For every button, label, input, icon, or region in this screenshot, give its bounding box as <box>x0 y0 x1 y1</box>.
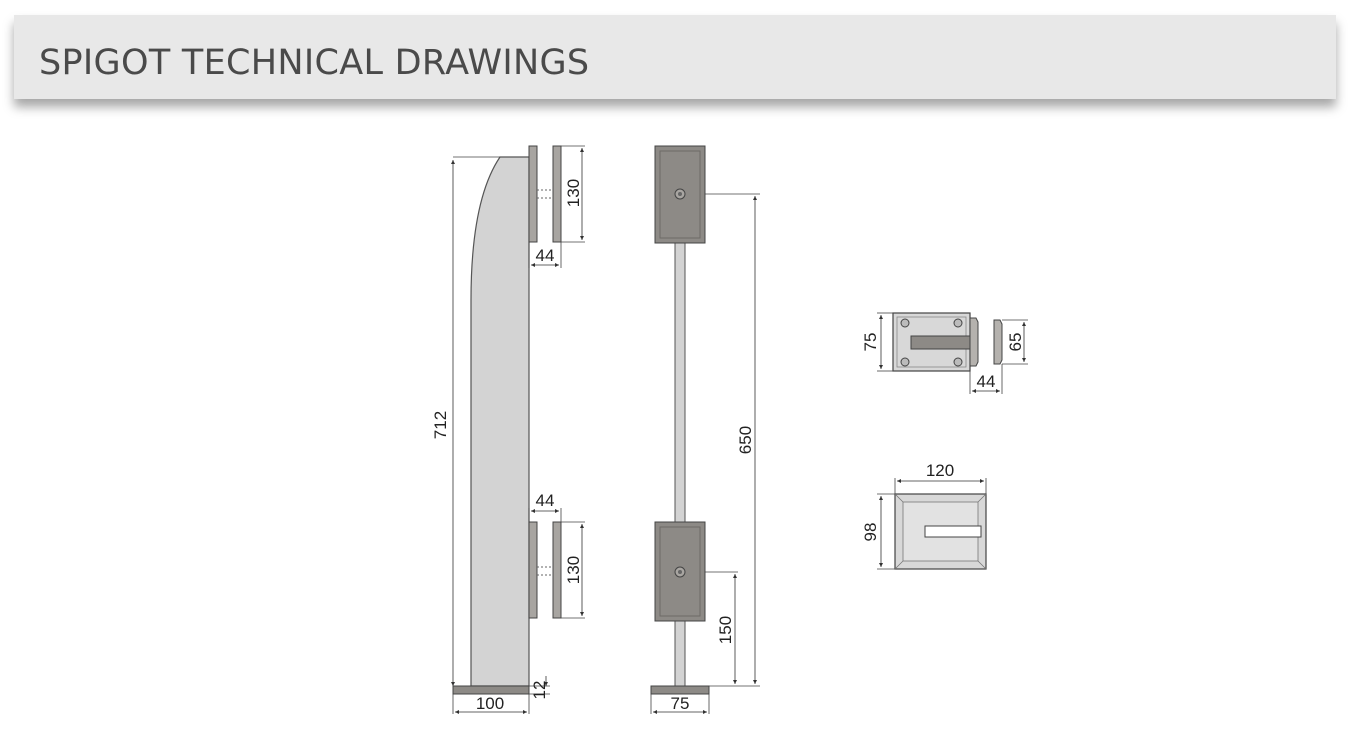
clamp-screw <box>900 318 910 328</box>
base-plate-detail: 120 98 <box>861 461 987 570</box>
dim-base-thickness-12: 12 <box>530 681 549 700</box>
dim-base-width-100: 100 <box>476 694 504 713</box>
dim-clamp-depth-44: 44 <box>977 372 996 391</box>
base-plate-slot <box>924 525 982 538</box>
dim-bottom-clamp-130: 130 <box>564 556 583 584</box>
clamp-screw <box>953 318 963 328</box>
dim-clamp-spacing-650: 650 <box>736 426 755 454</box>
dim-base-width-75: 75 <box>671 694 690 713</box>
side-view: 712 100 12 130 44 44 130 <box>431 145 585 714</box>
clamp-screw <box>900 357 910 367</box>
side-top-clamp-outer <box>552 145 562 243</box>
dim-clamp-inner-65: 65 <box>1006 333 1025 352</box>
clamp-side-outer <box>993 319 1003 365</box>
dim-bottom-gap-44: 44 <box>536 491 555 510</box>
page-title: SPIGOT TECHNICAL DRAWINGS <box>39 43 590 83</box>
side-bottom-clamp-inner <box>528 521 538 619</box>
dim-bottom-clamp-150: 150 <box>716 616 735 644</box>
dim-top-clamp-130: 130 <box>564 179 583 207</box>
dim-height-712: 712 <box>431 411 450 439</box>
side-top-clamp-inner <box>528 145 538 243</box>
side-post <box>470 156 530 687</box>
clamp-side-inner <box>969 317 979 367</box>
side-base-plate <box>452 685 530 695</box>
front-view: 650 150 75 <box>650 145 760 714</box>
clamp-detail: 75 65 44 <box>861 312 1028 394</box>
dim-top-gap-44: 44 <box>536 246 555 265</box>
clamp-slot <box>910 335 971 350</box>
clamp-screw <box>953 357 963 367</box>
front-base-plate <box>650 685 710 695</box>
side-bottom-clamp-outer <box>552 521 562 619</box>
title-banner: SPIGOT TECHNICAL DRAWINGS <box>14 15 1336 99</box>
dim-base-plate-depth-98: 98 <box>861 523 880 542</box>
dim-clamp-height-75: 75 <box>861 333 880 352</box>
front-top-clamp <box>654 145 706 244</box>
dim-base-plate-width-120: 120 <box>926 461 954 480</box>
